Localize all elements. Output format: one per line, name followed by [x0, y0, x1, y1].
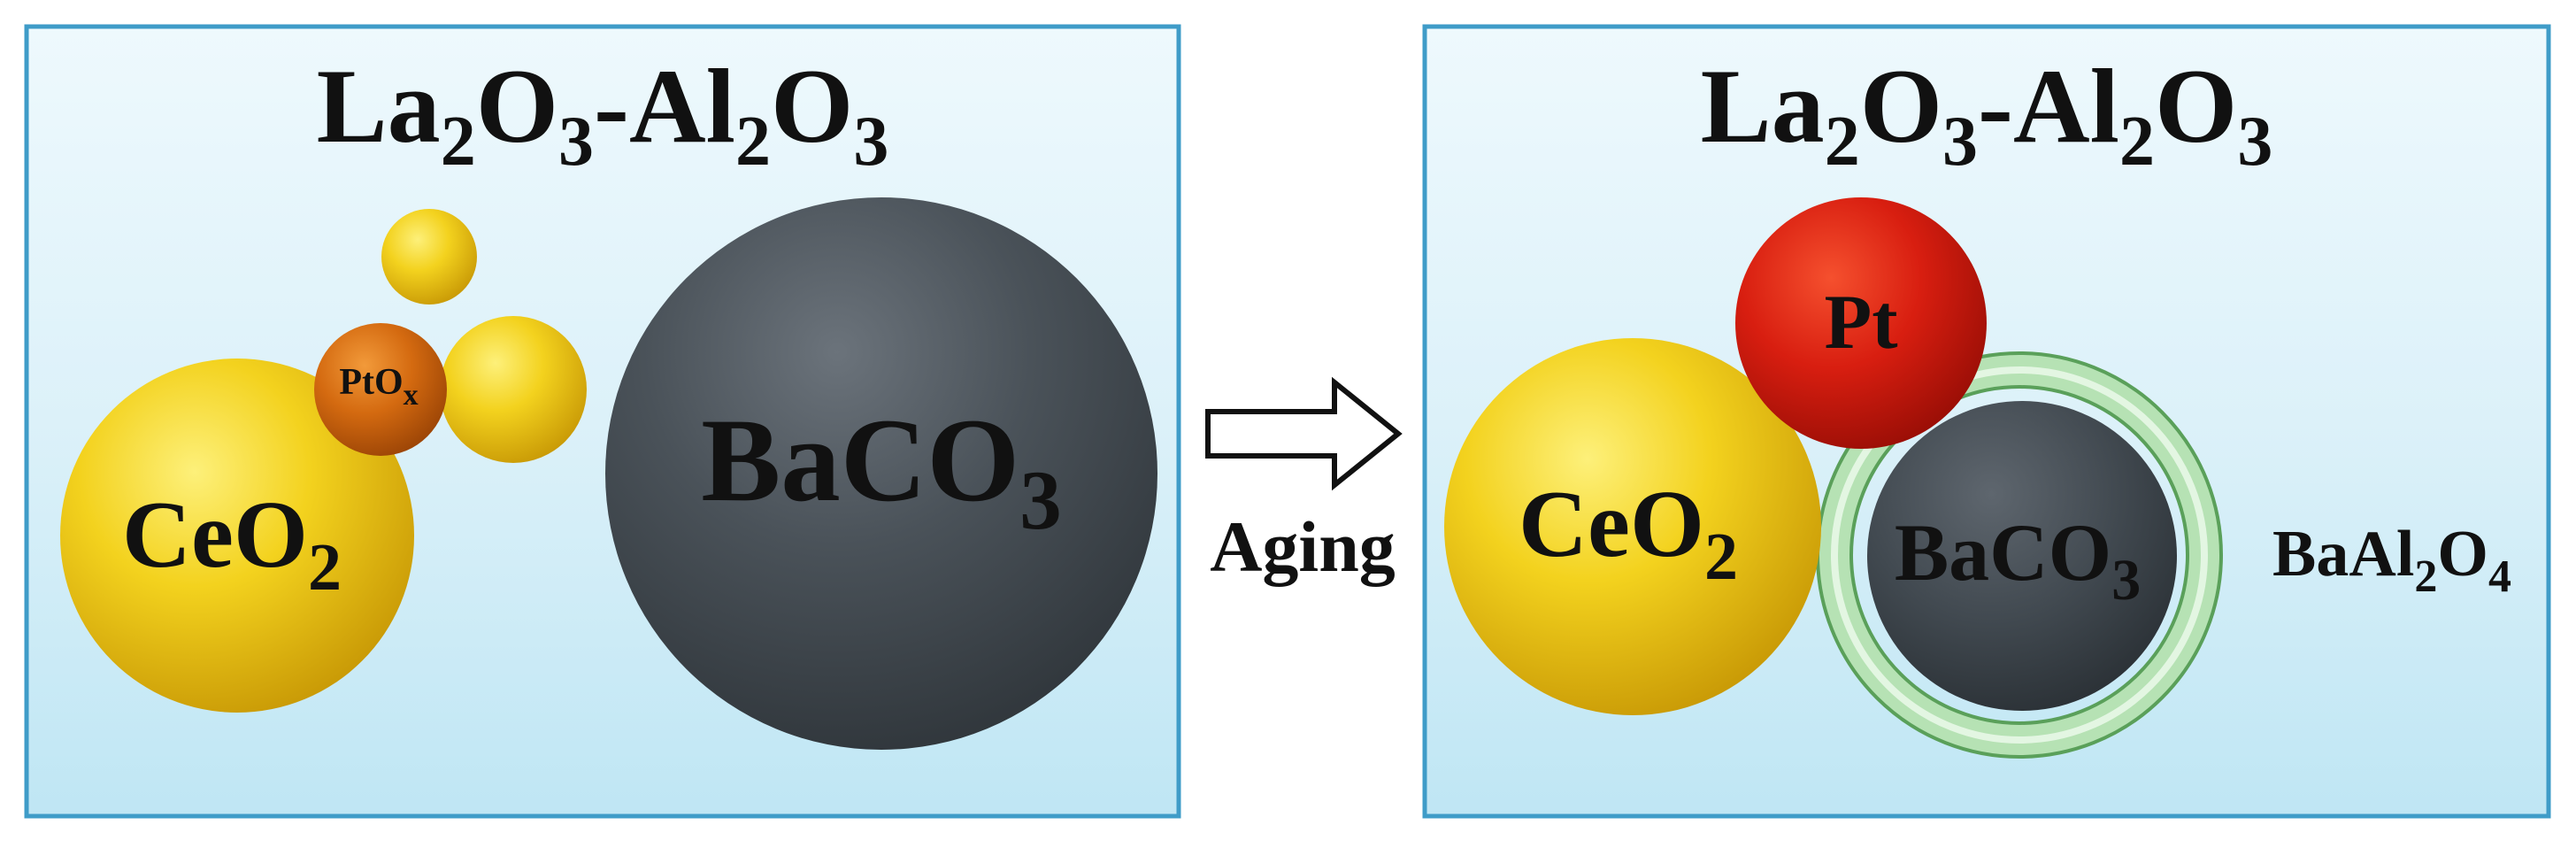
baal2o4-label: BaAl2O4	[2272, 518, 2511, 602]
yellow-small-particle-top	[381, 209, 477, 305]
baco3-particle	[605, 197, 1157, 750]
ceo2-particle-aged	[1444, 338, 1821, 715]
baal2o4-shell-highlight	[1831, 366, 2208, 744]
right-arrow-icon	[1205, 376, 1403, 491]
aging-arrow: Aging	[1205, 376, 1403, 587]
baco3-label-aged: BaCO3	[1895, 507, 2141, 613]
yellow-small-particle-right	[440, 316, 587, 463]
ceo2-particle	[60, 358, 414, 713]
baco3-label: BaCO3	[701, 395, 1062, 547]
pt-label: Pt	[1824, 280, 1897, 366]
right-panel-title: La2O3-Al2O3	[1701, 47, 2273, 181]
pt-particle	[1735, 197, 1987, 449]
aging-label: Aging	[1210, 506, 1396, 587]
ptox-label: PtOx	[339, 362, 418, 412]
ptox-particle	[314, 323, 447, 456]
left-panel-title: La2O3-Al2O3	[317, 47, 889, 181]
left-panel: La2O3-Al2O3 BaCO3 PtOx CeO2	[24, 24, 1181, 819]
ceo2-label-aged: CeO2	[1519, 472, 1738, 594]
right-panel: La2O3-Al2O3 BaCO3 CeO2 Pt BaAl2O4	[1422, 24, 2551, 819]
baco3-particle-aged	[1867, 401, 2177, 711]
ceo2-label: CeO2	[122, 482, 342, 605]
